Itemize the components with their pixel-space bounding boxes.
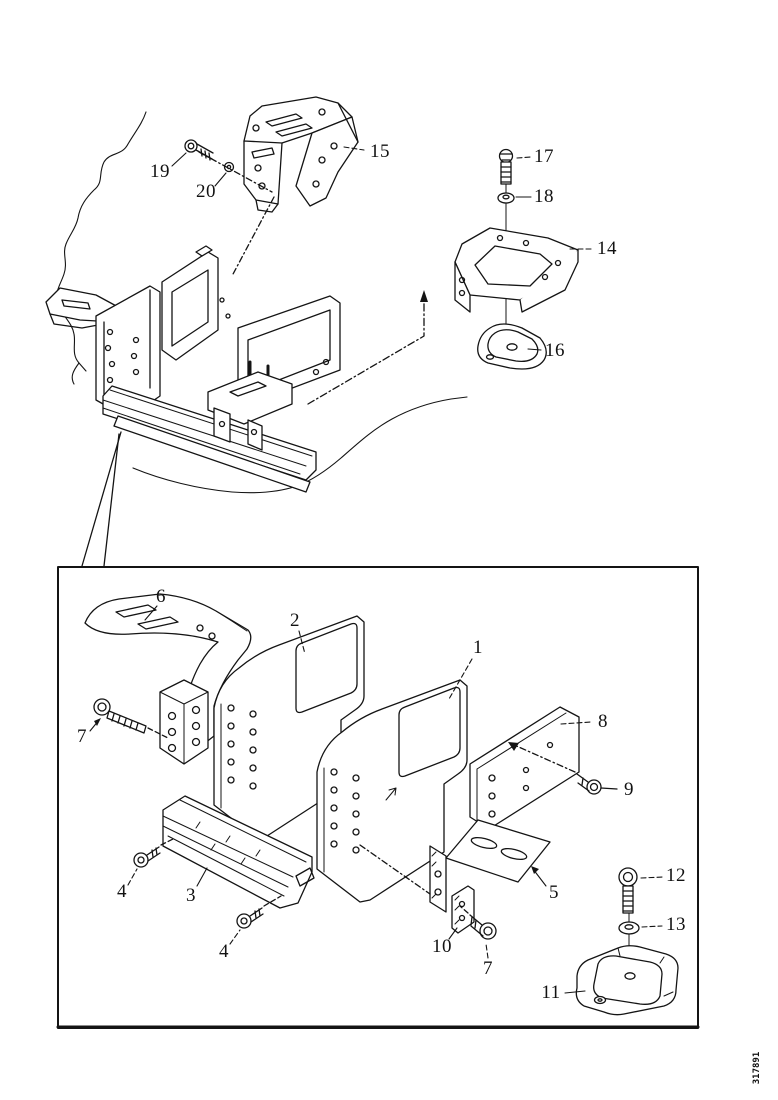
part-5-bracket — [429, 819, 551, 913]
callout-13: 13 — [666, 914, 686, 935]
callout-9: 9 — [624, 779, 634, 800]
callout-2: 2 — [290, 610, 300, 631]
callout-17: 17 — [534, 146, 554, 167]
callout-16: 16 — [545, 340, 565, 361]
part-6-curved-bracket — [84, 593, 252, 765]
assembly-line-1-to-5 — [359, 844, 431, 895]
callout-14: 14 — [597, 238, 617, 259]
bolt-4-bottom — [236, 895, 282, 929]
callout-leader-lines — [89, 146, 664, 994]
callout-1: 1 — [473, 637, 483, 658]
callout-4-left: 4 — [117, 881, 127, 902]
callout-5: 5 — [549, 882, 559, 903]
assembly-line-15-frame — [231, 196, 275, 277]
washer-18 — [497, 192, 515, 204]
locator-arrow-to-14 — [307, 290, 428, 405]
callout-3: 3 — [186, 885, 196, 906]
bolt-7-right — [459, 905, 497, 940]
bolt-4-left — [133, 838, 174, 868]
washer-13 — [618, 921, 640, 935]
part-16-mount-pad — [477, 323, 547, 370]
callout-8: 8 — [598, 711, 608, 732]
callout-18: 18 — [534, 186, 554, 207]
drawing-number: 317891 — [752, 1051, 762, 1085]
callout-15: 15 — [370, 141, 390, 162]
part-11-mount-pad — [575, 945, 679, 1016]
callout-6: 6 — [156, 586, 166, 607]
part-3-channel — [162, 795, 315, 909]
callout-19: 19 — [150, 161, 170, 182]
callout-7-right: 7 — [483, 958, 493, 979]
callout-12: 12 — [666, 865, 686, 886]
detail-zoom-lines — [81, 431, 122, 567]
phantom-outline — [56, 111, 468, 494]
machine-frame — [45, 245, 341, 493]
part-8-plate — [469, 706, 580, 830]
assembly-line-19-20-15 — [198, 151, 273, 193]
part-15-bracket — [243, 96, 359, 213]
bolt-7-left — [93, 698, 169, 739]
bolt-9 — [508, 742, 618, 795]
part-14-bracket — [454, 227, 579, 313]
callout-4-bottom: 4 — [219, 941, 229, 962]
bolt-19 — [184, 139, 214, 161]
callout-11: 11 — [541, 982, 561, 1003]
callout-20: 20 — [196, 181, 216, 202]
callout-10: 10 — [432, 936, 452, 957]
part-10-bracket — [451, 885, 475, 934]
callout-7-left: 7 — [77, 726, 87, 747]
